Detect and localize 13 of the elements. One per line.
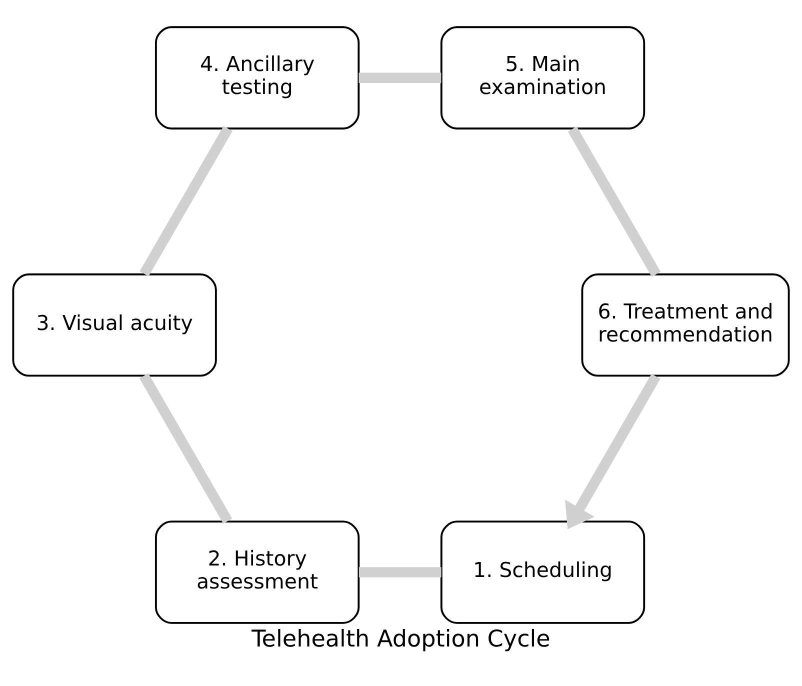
diagram-title: Telehealth Adoption Cycle — [252, 626, 550, 653]
node-box: 3. Visual acuity — [12, 273, 217, 377]
connector — [358, 567, 442, 578]
connector — [140, 126, 232, 276]
node-box: 5. Main examination — [440, 26, 646, 130]
node-box: 6. Treatment and recommendation — [581, 273, 790, 377]
arrow — [565, 374, 660, 530]
node-box: 4. Ancillary testing — [154, 26, 360, 130]
connector — [568, 126, 661, 277]
connector — [358, 72, 442, 83]
node-box: 2. History assessment — [154, 520, 360, 624]
connector — [139, 373, 232, 524]
node-box: 1. Scheduling — [440, 520, 646, 624]
